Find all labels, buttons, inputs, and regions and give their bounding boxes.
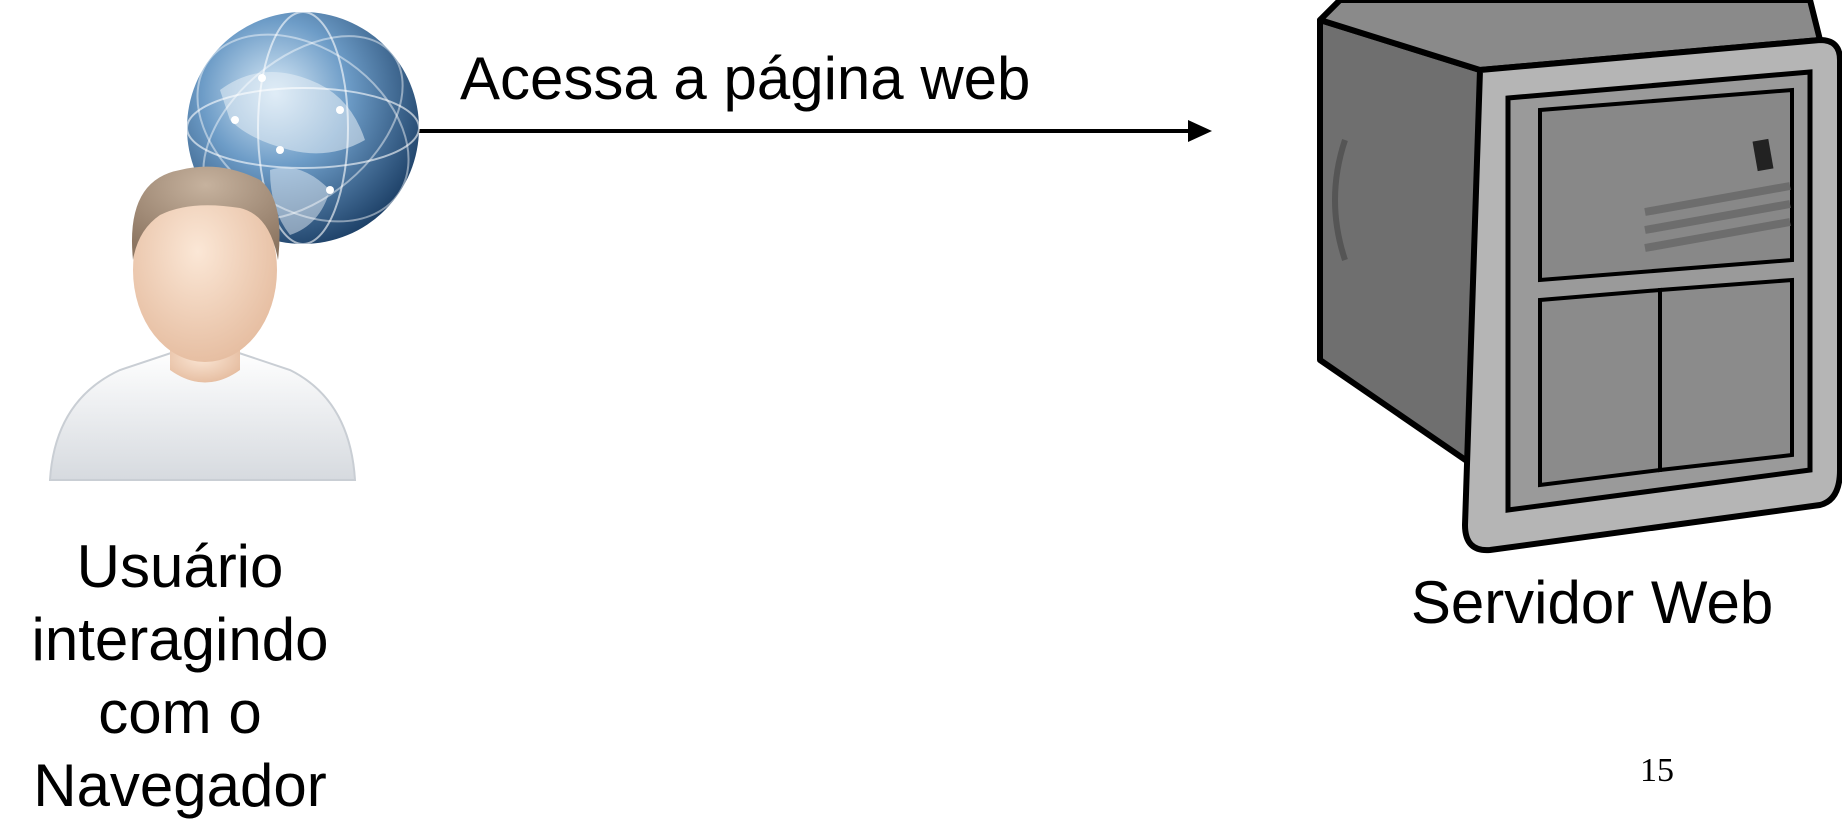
server-label: Servidor Web [1410, 569, 1774, 636]
user-avatar-icon [48, 166, 357, 481]
page-number: 15 [1640, 752, 1674, 789]
user-label: Usuário interagindo com o Navegador [0, 530, 360, 822]
server-tower-icon [1317, 0, 1842, 554]
user-label-line: com o [98, 679, 262, 746]
user-label-line: interagindo [31, 606, 329, 673]
arrow-label: Acessa a página web [460, 45, 1031, 112]
user-label-line: Usuário [76, 533, 284, 600]
user-label-line: Navegador [33, 752, 327, 819]
user-with-globe-icon [48, 11, 420, 481]
